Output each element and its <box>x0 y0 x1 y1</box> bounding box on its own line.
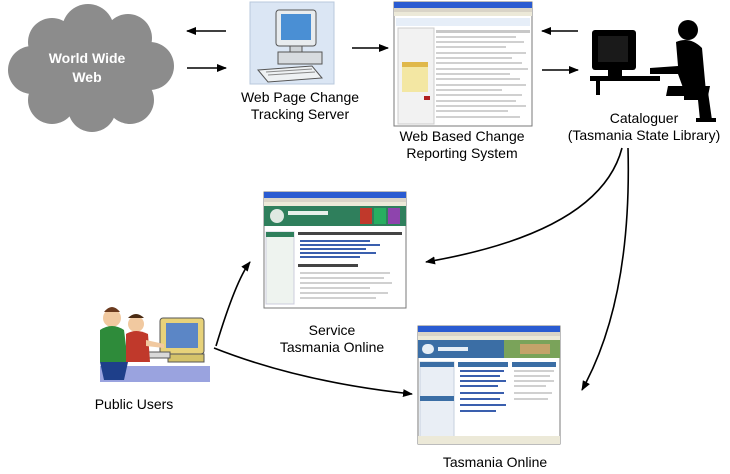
www-cloud <box>8 4 174 132</box>
public-users-label: Public Users <box>74 396 194 413</box>
cataloguer-silhouette-icon <box>590 20 716 122</box>
tasmania-online-label: Tasmania Online <box>430 454 560 471</box>
tasmania-online-screenshot <box>417 325 561 445</box>
service-tasmania-label-line1: Service <box>308 322 356 338</box>
reporting-system-label-line2: Reporting System <box>406 145 518 161</box>
edge-users-to-service <box>215 261 251 347</box>
tasmania-online-label-line1: Tasmania Online <box>442 454 548 470</box>
tracking-server-label-line1: Web Page Change <box>240 89 360 105</box>
reporting-system-label: Web Based Change Reporting System <box>386 128 538 162</box>
edge-cataloguer-to-tasmania <box>581 147 630 391</box>
www-node-label: World Wide Web <box>22 49 152 87</box>
www-label-line1: World Wide <box>48 50 126 66</box>
service-tasmania-label: Service Tasmania Online <box>262 322 402 356</box>
reporting-system-label-line1: Web Based Change <box>399 128 525 144</box>
www-label-line2: Web <box>72 69 102 85</box>
cataloguer-label: Cataloguer (Tasmania State Library) <box>560 110 728 144</box>
cataloguer-label-line2: (Tasmania State Library) <box>567 127 721 143</box>
tracking-server-label-line2: Tracking Server <box>250 106 350 122</box>
tracking-server-label: Web Page Change Tracking Server <box>230 89 370 123</box>
public-users-label-line1: Public Users <box>94 396 174 412</box>
edge-users-to-tasmania <box>213 347 413 398</box>
cataloguer-label-line1: Cataloguer <box>609 110 679 126</box>
reporting-system-screenshot <box>393 1 533 127</box>
edges <box>186 27 630 398</box>
tracking-server-computer-icon <box>249 1 335 85</box>
service-tasmania-screenshot <box>263 191 407 309</box>
edge-cataloguer-to-service <box>425 147 623 265</box>
service-tasmania-label-line2: Tasmania Online <box>279 339 385 355</box>
public-users-illustration <box>100 307 210 382</box>
